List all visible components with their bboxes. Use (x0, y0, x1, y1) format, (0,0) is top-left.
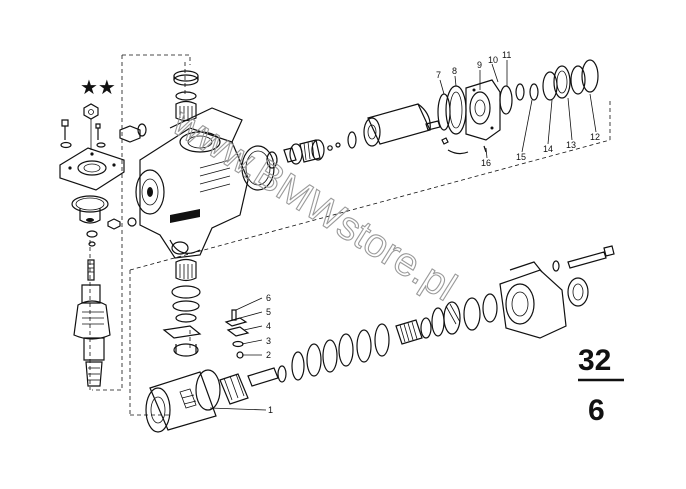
callout-3: 3 (266, 336, 271, 346)
sector-shaft (73, 259, 111, 387)
callout-10: 10 (488, 55, 498, 65)
callout-11: 11 (502, 50, 511, 60)
leader-lines (209, 60, 597, 411)
callout-8: 8 (452, 66, 457, 76)
group-number: 32 6 (578, 344, 624, 427)
callout-9: 9 (477, 60, 482, 70)
upper-bearing-stack (173, 70, 199, 122)
assembly-outlines (89, 54, 611, 416)
steering-box-housing (119, 107, 249, 259)
cover-plate-assembly: ★★ (59, 77, 137, 247)
callout-4: 4 (266, 321, 271, 331)
end-cover-parts (437, 59, 599, 155)
callout-16: 16 (481, 158, 491, 168)
watermark: www.BMWstore.pl (164, 100, 463, 310)
callout-6: 6 (266, 293, 271, 303)
group-number-bottom: 6 (588, 394, 605, 427)
stars-marker: ★★ (80, 77, 116, 99)
callout-2: 2 (266, 350, 271, 360)
group-number-top: 32 (578, 344, 611, 377)
callout-13: 13 (566, 140, 576, 150)
callout-14: 14 (543, 144, 553, 154)
callout-labels: 1 2 3 4 5 6 7 8 9 10 11 12 13 14 15 16 (266, 50, 600, 415)
callout-7: 7 (436, 70, 441, 80)
callout-5: 5 (266, 307, 271, 317)
callout-12: 12 (590, 132, 600, 142)
callout-15: 15 (516, 152, 526, 162)
input-shaft-chain (241, 103, 441, 191)
piston-assembly (145, 245, 615, 433)
lower-bearing-stack (162, 258, 202, 357)
callout-1: 1 (268, 405, 273, 415)
small-parts-2-6 (224, 309, 250, 359)
